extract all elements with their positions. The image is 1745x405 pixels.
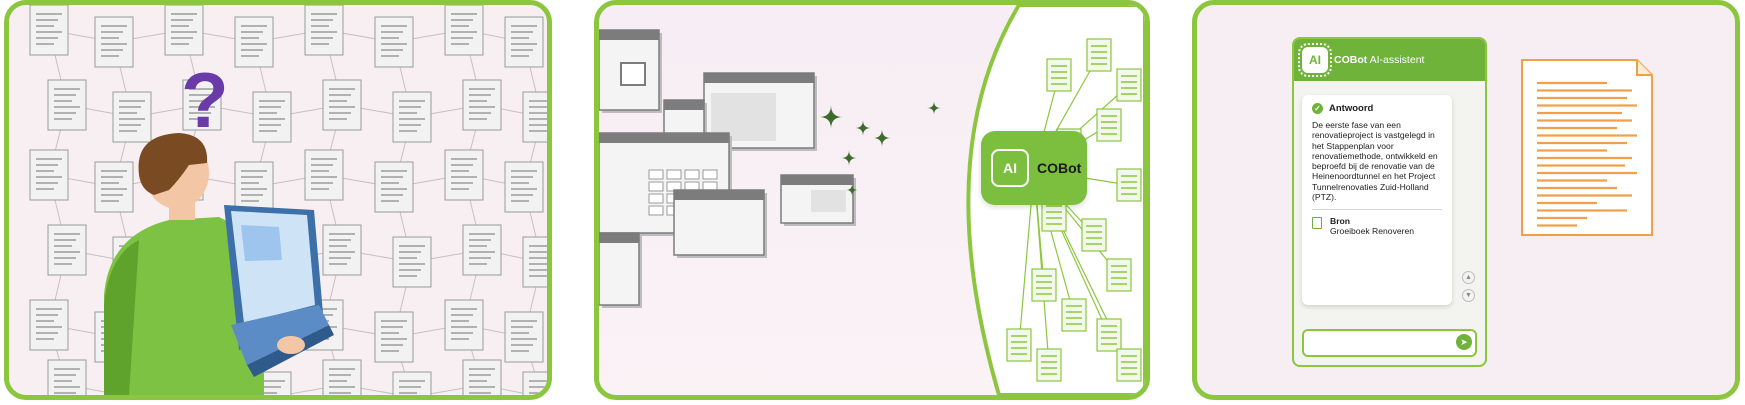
document-icon bbox=[1081, 218, 1107, 252]
document-icon bbox=[322, 79, 362, 131]
question-mark-icon: ? bbox=[181, 56, 229, 144]
document-icon bbox=[444, 299, 484, 351]
document-icon bbox=[374, 311, 414, 363]
document-icon bbox=[1031, 268, 1057, 302]
document-icon bbox=[1312, 217, 1322, 230]
document-icon bbox=[1046, 58, 1072, 92]
document-icon bbox=[374, 16, 414, 68]
document-icon bbox=[234, 16, 274, 68]
cobot-badge: AI COBot bbox=[981, 131, 1087, 205]
document-icon bbox=[304, 149, 344, 201]
document-icon bbox=[322, 359, 362, 395]
document-icon bbox=[112, 91, 152, 143]
chat-header: AI COBot AI-assistent bbox=[1294, 39, 1485, 81]
document-icon bbox=[29, 5, 69, 56]
thumbs-up-icon[interactable]: ▲ bbox=[1462, 271, 1475, 284]
sparkle-icon bbox=[855, 120, 871, 136]
sparkle-icon bbox=[819, 105, 843, 129]
document-icon bbox=[1116, 168, 1142, 202]
document-icon bbox=[94, 161, 134, 213]
document-icon bbox=[304, 5, 344, 56]
document-icon bbox=[1116, 68, 1142, 102]
app-window bbox=[673, 189, 767, 258]
chat-input[interactable]: ➤ bbox=[1302, 329, 1477, 357]
app-window bbox=[780, 174, 856, 226]
document-icon bbox=[1006, 328, 1032, 362]
source-reference: Bron Groeiboek Renoveren bbox=[1312, 216, 1442, 236]
document-icon bbox=[522, 91, 547, 143]
panel-cobot-illustration: AI COBot bbox=[594, 0, 1150, 400]
document-icon bbox=[504, 161, 544, 213]
app-window bbox=[599, 29, 662, 113]
document-icon bbox=[1116, 348, 1142, 382]
document-icon bbox=[47, 224, 87, 276]
document-icon bbox=[182, 79, 222, 131]
panel-chat-illustration: AI COBot AI-assistent ✓ Antwoord De eers… bbox=[1192, 0, 1740, 400]
document-icon bbox=[462, 224, 502, 276]
document-icon bbox=[392, 91, 432, 143]
thumbs-down-icon[interactable]: ▼ bbox=[1462, 289, 1475, 302]
windows-and-network-illustration bbox=[599, 5, 1145, 395]
answer-divider bbox=[1312, 209, 1442, 211]
document-icon bbox=[164, 5, 204, 56]
document-icon bbox=[1086, 38, 1112, 72]
source-value: Groeiboek Renoveren bbox=[1330, 226, 1415, 237]
ai-chip-icon: AI bbox=[991, 149, 1029, 187]
document-icon bbox=[47, 359, 87, 395]
document-icon bbox=[29, 299, 69, 351]
document-icon bbox=[1106, 258, 1132, 292]
chat-title: COBot AI-assistent bbox=[1334, 54, 1424, 66]
document-icon bbox=[1096, 318, 1122, 352]
document-icon bbox=[234, 161, 274, 213]
document-icon bbox=[504, 311, 544, 363]
document-icon bbox=[374, 161, 414, 213]
document-icon bbox=[444, 5, 484, 56]
sparkle-icon bbox=[841, 150, 857, 166]
source-label: Bron bbox=[1330, 216, 1351, 227]
document-icon bbox=[322, 224, 362, 276]
image-icon bbox=[620, 62, 646, 86]
send-icon[interactable]: ➤ bbox=[1456, 334, 1472, 350]
document-icon bbox=[504, 16, 544, 68]
app-window bbox=[599, 232, 642, 308]
answer-heading: ✓ Antwoord bbox=[1312, 103, 1442, 114]
cobot-label: COBot bbox=[1037, 160, 1082, 176]
ai-chip-icon: AI bbox=[1298, 43, 1332, 77]
document-icon bbox=[462, 79, 502, 131]
sparkle-icon bbox=[873, 129, 891, 147]
document-icon bbox=[392, 371, 432, 395]
document-icon bbox=[47, 79, 87, 131]
document-icon bbox=[1096, 108, 1122, 142]
document-icon bbox=[462, 359, 502, 395]
document-icon bbox=[94, 16, 134, 68]
document-icon bbox=[1061, 298, 1087, 332]
check-icon: ✓ bbox=[1312, 103, 1323, 114]
chat-title-brand: COBot bbox=[1334, 54, 1368, 66]
sparkle-icon bbox=[846, 184, 858, 196]
answer-text: De eerste fase van een renovatieproject … bbox=[1312, 120, 1438, 203]
person-with-laptop bbox=[104, 133, 334, 395]
chat-window: AI COBot AI-assistent ✓ Antwoord De eers… bbox=[1292, 37, 1487, 367]
document-icon bbox=[252, 91, 292, 143]
chat-title-rest: AI-assistent bbox=[1369, 54, 1425, 66]
answer-heading-label: Antwoord bbox=[1329, 103, 1374, 114]
document-network-illustration: ? bbox=[29, 5, 547, 395]
document-icon bbox=[1036, 348, 1062, 382]
answer-card: ✓ Antwoord De eerste fase van een renova… bbox=[1302, 95, 1452, 305]
document-icon bbox=[444, 149, 484, 201]
panel-overwhelmed-illustration: ? bbox=[4, 0, 552, 400]
document-icon bbox=[522, 371, 547, 395]
document-icon bbox=[522, 236, 547, 288]
document-icon bbox=[29, 149, 69, 201]
document-icon bbox=[392, 236, 432, 288]
sparkle-icon bbox=[927, 101, 941, 115]
